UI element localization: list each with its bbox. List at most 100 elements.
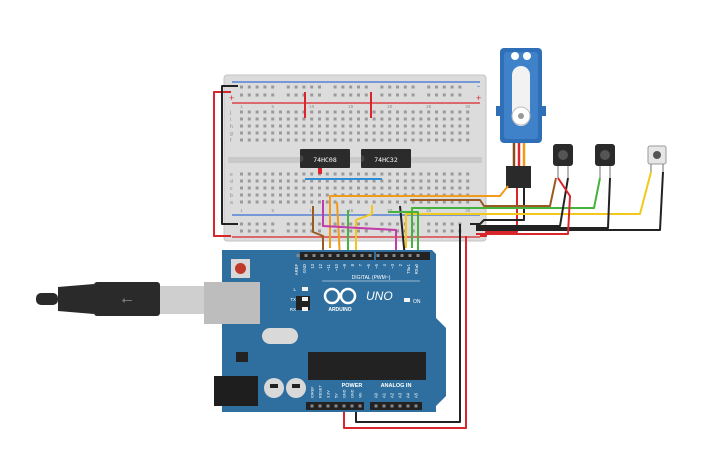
digital-pin-label: ~6 <box>366 263 371 268</box>
wire-orange-digital <box>336 201 341 259</box>
led-labels: L TX RX <box>290 287 308 312</box>
digital-pin-label: 12 <box>318 263 323 268</box>
wire-black-right <box>470 188 525 225</box>
rail-minus-label-right: - <box>477 81 480 91</box>
board-led <box>302 307 308 311</box>
rail-plus-label-right: + <box>476 93 481 103</box>
power-jack <box>214 376 258 406</box>
digital-pin-label: GND <box>302 264 307 273</box>
column-number: 15 <box>348 104 354 109</box>
wire-black-left <box>221 85 238 225</box>
wire-green-digital-2 <box>388 211 419 258</box>
led-label: L <box>293 287 296 292</box>
voltage-regulator <box>236 352 248 362</box>
wire-red-sensor <box>476 177 571 235</box>
chip-74hc08[interactable]: 74HC08 <box>300 149 350 168</box>
power-header-label: POWER <box>342 383 363 389</box>
column-number: 25 <box>426 104 432 109</box>
digital-header-label: DIGITAL (PWM~) <box>352 275 391 281</box>
atmega-chip <box>308 352 426 380</box>
analog-pin-label: A5 <box>414 392 419 398</box>
analog-pin-label: A0 <box>374 392 379 398</box>
arduino-logo: ARDUINO <box>323 287 357 313</box>
column-number: 30 <box>465 104 471 109</box>
digital-pin-label: AREF <box>294 264 299 276</box>
row-letter: f <box>230 138 232 144</box>
column-number: 1 <box>240 208 243 213</box>
led-label: RX <box>290 307 296 312</box>
rail-plus-label: + <box>229 93 234 103</box>
power-pin-label: IOREF <box>311 386 315 398</box>
wire-black-power <box>355 224 461 423</box>
wire-black-sensor2 <box>476 177 611 229</box>
digital-header-left <box>312 252 374 260</box>
center-channel <box>228 157 482 163</box>
usb-port <box>204 282 260 324</box>
power-pin-label: Vin <box>359 393 363 398</box>
wire-red-right <box>480 188 518 237</box>
column-number: 1 <box>240 104 243 109</box>
sensor-1[interactable] <box>553 144 573 178</box>
wire-black-sensor1 <box>476 177 569 227</box>
chip-74hc08-label: 74HC08 <box>313 156 337 164</box>
row-letter: i <box>230 117 231 123</box>
column-number: 20 <box>387 104 393 109</box>
chip-74hc32[interactable]: 74HC32 <box>361 149 411 168</box>
digital-pin-label: 13 <box>310 263 315 268</box>
arduino-brand: ARDUINO <box>328 307 351 313</box>
digital-pin-label: 2 <box>398 263 403 266</box>
column-number: 5 <box>271 104 274 109</box>
row-letter: e <box>230 172 233 178</box>
power-pin-label: GND <box>351 389 355 398</box>
digital-pin-label: TX▸1 <box>406 263 411 273</box>
power-pin-label: 5V <box>335 393 339 398</box>
led-indicator <box>318 168 322 174</box>
usb-cable <box>36 293 58 305</box>
digital-pin-label: 7 <box>358 263 363 266</box>
row-letter: a <box>230 200 233 206</box>
wire-orange <box>329 185 509 248</box>
board-led <box>302 297 308 301</box>
digital-pin-label: ~3 <box>390 263 395 268</box>
on-led <box>404 298 410 302</box>
led-label: TX <box>290 297 296 302</box>
analog-pin-label: A4 <box>406 392 411 398</box>
wire-brown-digital <box>312 206 324 258</box>
servo-motor[interactable] <box>496 48 546 188</box>
row-letter: d <box>230 179 233 185</box>
wire-brown <box>410 177 557 207</box>
sensor-2[interactable] <box>595 144 615 178</box>
column-number: 10 <box>309 104 315 109</box>
analog-header-label: ANALOG IN <box>381 383 412 389</box>
row-letter: h <box>230 124 233 130</box>
pushbutton[interactable] <box>647 145 667 172</box>
row-letter: c <box>230 186 233 192</box>
power-pin-label: RESET <box>319 385 323 398</box>
on-label: ON <box>413 299 421 305</box>
digital-pin-label: ~5 <box>374 263 379 268</box>
digital-pin-label: ~10 <box>334 263 339 271</box>
column-number: 5 <box>271 208 274 213</box>
board-led <box>302 287 308 291</box>
column-number: 20 <box>387 208 393 213</box>
column-number: 25 <box>426 208 432 213</box>
analog-pin-label: A1 <box>382 392 387 398</box>
wire-red-power <box>343 236 467 429</box>
digital-pin-label: 4 <box>382 263 387 266</box>
usb-plug <box>94 282 160 316</box>
digital-pin-label: ~11 <box>326 263 331 270</box>
digital-pin-label: 8 <box>350 263 355 266</box>
digital-pin-label: RX◂0 <box>414 263 419 274</box>
column-number: 30 <box>465 208 471 213</box>
wire-green-sensor <box>411 177 601 248</box>
wire-yellow-digital <box>355 205 373 258</box>
crystal <box>262 328 298 344</box>
wire-magenta-digital <box>322 200 397 258</box>
column-number: 10 <box>309 208 315 213</box>
